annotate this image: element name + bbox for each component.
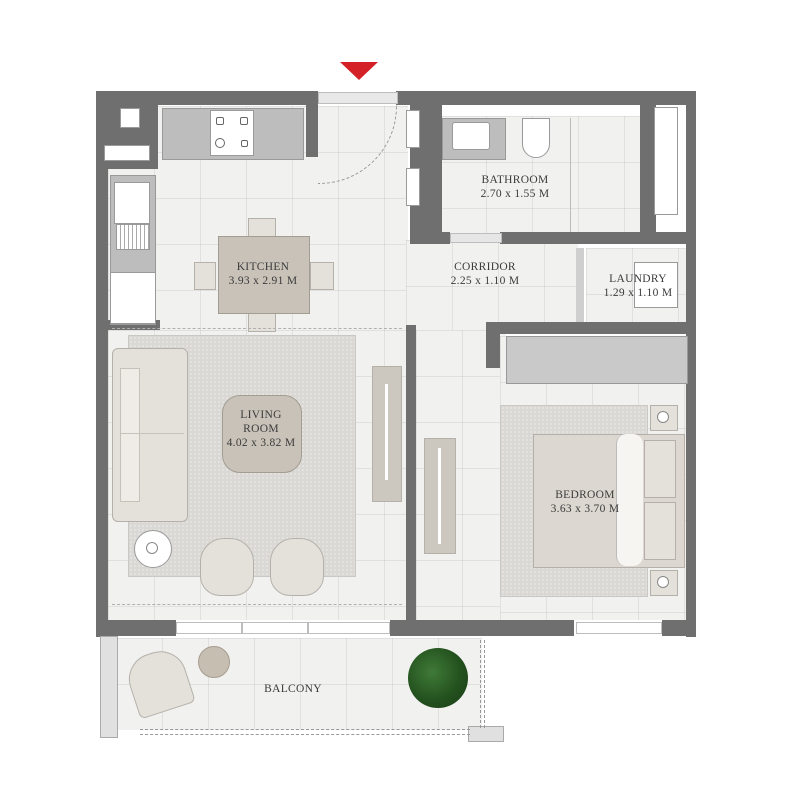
bedroom-window[interactable] xyxy=(576,622,662,634)
dining-chair xyxy=(248,218,276,238)
room-dimensions: 2.25 x 1.10 M xyxy=(450,275,520,287)
entrance-arrow-icon xyxy=(340,62,378,80)
room-label-kitchen: KITCHEN 3.93 x 2.91 M xyxy=(218,260,308,288)
room-dimensions: 3.93 x 2.91 M xyxy=(228,275,298,287)
duvet-fold xyxy=(616,434,643,566)
sliding-door-living[interactable] xyxy=(308,622,390,634)
armchair xyxy=(270,538,324,596)
wall-bedroom-top-stub xyxy=(486,322,500,368)
kitchen-niche-1 xyxy=(120,108,140,128)
balcony-wall-right xyxy=(468,726,504,742)
pillow xyxy=(644,502,676,560)
balcony-railing xyxy=(140,729,470,735)
washing-machine xyxy=(634,262,678,308)
room-name: BATHROOM xyxy=(481,174,549,186)
entrance-door[interactable] xyxy=(318,92,398,104)
room-name: LAUNDRY xyxy=(609,273,667,285)
sliding-door-living[interactable] xyxy=(176,622,242,634)
wall-right xyxy=(686,91,696,637)
dashed-line xyxy=(112,328,402,329)
balcony-railing xyxy=(480,640,485,728)
room-dimensions: 2.70 x 1.55 M xyxy=(480,188,550,200)
wall-hall-left xyxy=(406,325,416,635)
room-name: CORRIDOR xyxy=(454,261,516,273)
burner-icon xyxy=(240,117,248,125)
wall-top-right xyxy=(396,91,696,105)
pillow xyxy=(644,440,676,498)
toilet xyxy=(522,118,550,158)
room-label-bathroom: BATHROOM 2.70 x 1.55 M xyxy=(470,173,560,201)
sofa-cushion-divider xyxy=(120,433,184,434)
shower-niche xyxy=(654,107,678,215)
balcony-side-table xyxy=(198,646,230,678)
room-name: KITCHEN xyxy=(236,261,290,273)
sliding-door-living[interactable] xyxy=(242,622,308,634)
sofa-cushion xyxy=(120,368,140,502)
dish-rack xyxy=(116,224,150,250)
dining-chair xyxy=(310,262,334,290)
room-name: BEDROOM xyxy=(555,489,615,501)
room-name: BALCONY xyxy=(264,683,322,695)
room-label-corridor: CORRIDOR 2.25 x 1.10 M xyxy=(430,260,540,288)
room-dimensions: 3.63 x 3.70 M xyxy=(550,503,620,515)
burner-icon xyxy=(215,138,225,148)
coffee-table xyxy=(222,395,302,473)
washbasin xyxy=(452,122,490,150)
wall-kitchen-top-pier xyxy=(306,91,318,157)
room-name: LIVING xyxy=(240,409,282,421)
kitchen-niche-2 xyxy=(104,145,150,161)
storage-slot xyxy=(406,168,420,206)
dining-chair xyxy=(248,312,276,332)
dashed-line xyxy=(112,604,402,605)
wall-left xyxy=(96,91,108,637)
burner-icon xyxy=(241,140,248,147)
shower-divider xyxy=(570,118,571,232)
wall-bath-right xyxy=(640,91,656,241)
wall-bath-bottom xyxy=(500,232,696,244)
floor-corridor xyxy=(406,240,578,330)
wardrobe xyxy=(506,336,688,384)
room-name: ROOM xyxy=(243,423,279,435)
plant-icon xyxy=(408,648,468,708)
fridge xyxy=(110,272,156,324)
dining-table xyxy=(218,236,310,314)
room-dimensions: 1.29 x 1.10 M xyxy=(603,287,673,299)
laundry-door[interactable] xyxy=(576,248,584,322)
burner-icon xyxy=(216,117,224,125)
room-label-balcony: BALCONY xyxy=(248,682,338,696)
lamp-icon xyxy=(146,542,158,554)
room-label-bedroom: BEDROOM 3.63 x 3.70 M xyxy=(540,488,630,516)
dining-chair xyxy=(194,262,216,290)
room-label-laundry: LAUNDRY 1.29 x 1.10 M xyxy=(590,272,686,300)
storage-slot xyxy=(406,110,420,148)
armchair xyxy=(200,538,254,596)
wall-bath-bottom-left xyxy=(410,232,450,244)
wall-bottom-left xyxy=(96,620,176,636)
console-decor xyxy=(438,448,441,544)
wall-bedroom-top xyxy=(486,322,696,334)
wall-living-top-left xyxy=(96,320,160,330)
tv-icon xyxy=(385,384,388,480)
wall-bottom-mid xyxy=(390,620,574,636)
sink xyxy=(114,182,150,224)
bathroom-door[interactable] xyxy=(450,233,502,243)
lamp-icon xyxy=(657,576,669,588)
lamp-icon xyxy=(657,411,669,423)
wall-bottom-right xyxy=(662,620,696,636)
balcony-wall-left xyxy=(100,636,118,738)
room-label-living: LIVING ROOM 4.02 x 3.82 M xyxy=(216,408,306,450)
room-dimensions: 4.02 x 3.82 M xyxy=(226,437,296,449)
